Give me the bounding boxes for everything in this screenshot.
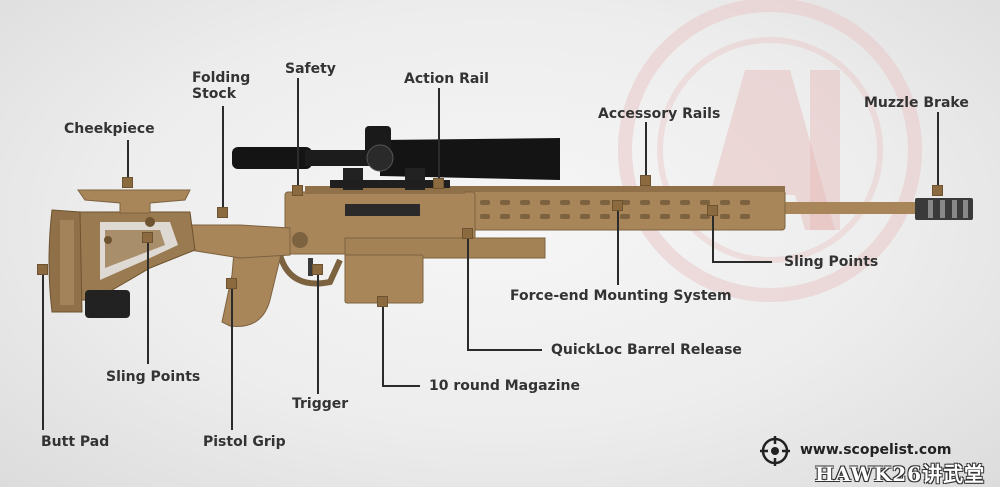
label-sling-points-left: Sling Points [106,369,201,385]
website-url: www.scopelist.com [800,442,952,458]
butt-pad [48,209,83,313]
label-butt-pad: Butt Pad [41,434,110,450]
crosshair-icon [760,436,790,466]
barrel [780,202,920,214]
label-cheekpiece: Cheekpiece [64,121,155,137]
label-magazine: 10 round Magazine [429,378,580,394]
label-force-end: Force-end Mounting System [510,288,732,304]
muzzle-brake [915,198,973,220]
label-safety: Safety [285,61,336,77]
label-folding-stock: Folding Stock [192,70,251,102]
scope [232,126,560,190]
watermark-text: HAWK26讲武堂 [815,462,986,486]
cheekpiece [77,189,191,214]
receiver [284,186,546,259]
label-trigger: Trigger [292,396,349,412]
label-quickloc: QuickLoc Barrel Release [551,342,742,358]
label-accessory-rails: Accessory Rails [598,106,721,122]
label-action-rail: Action Rail [404,71,489,87]
pistol-grip [221,237,286,327]
label-pistol-grip: Pistol Grip [203,434,286,450]
folding-stock [69,211,196,301]
label-sling-points-right: Sling Points [784,254,879,270]
label-muzzle-brake: Muzzle Brake [864,95,969,111]
